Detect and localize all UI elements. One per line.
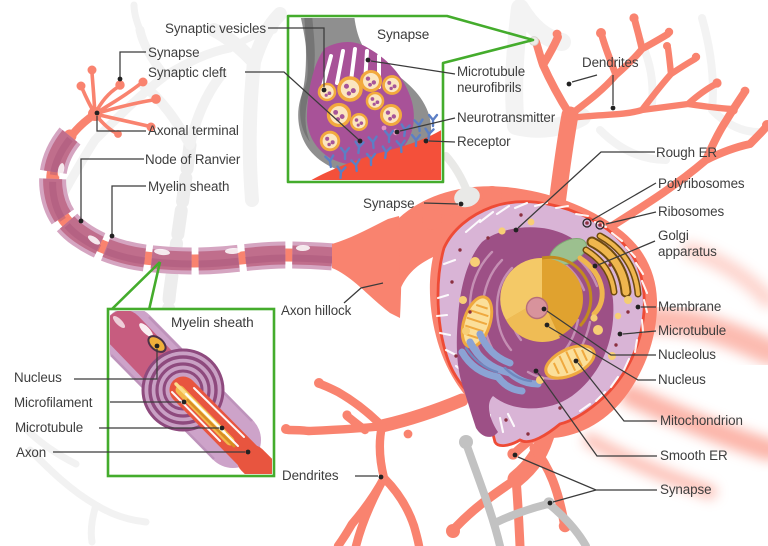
label-mitochondrion: Mitochondrion [660,413,743,428]
synapse-inset-title: Synapse [377,27,430,42]
nucleolus-shape [525,296,549,320]
ribosome-dots [450,213,630,436]
gray-neuron-bottom [459,435,590,546]
label-microtubule-inset: Microtubule [15,420,84,435]
label-smooth-er: Smooth ER [660,448,728,463]
axon-myelin-sheath [39,127,341,275]
lipid-dots [459,218,622,384]
label-nucleus: Nucleus [658,372,706,387]
label-nucleus-inset: Nucleus [14,370,62,385]
myelin-inset [106,261,276,478]
golgi-apparatus-shape [577,232,642,322]
label-synapse-axonal: Synapse [148,45,200,60]
label-synaptic-vesicles: Synaptic vesicles [164,21,266,36]
label-axonal-terminal: Axonal terminal [148,123,239,138]
synapse-inset-border [286,14,535,184]
label-nucleolus: Nucleolus [658,347,716,362]
axonal-terminal [66,65,161,142]
label-dendrites-top: Dendrites [582,55,639,70]
synapse-inset-art [298,18,441,180]
label-synaptic-cleft: Synaptic cleft [148,65,227,80]
label-microtubule-neurofibrils: Microtubule neurofibrils [457,64,526,95]
myelin-inset-art [110,311,272,474]
label-rough-er: Rough ER [656,145,717,160]
label-membrane: Membrane [658,299,722,314]
label-dendrites-bottom: Dendrites [282,468,339,483]
label-synapse-soma: Synapse [363,196,415,211]
smooth-er-shape [458,330,542,395]
label-axon-inset: Axon [16,445,47,460]
label-receptor: Receptor [457,134,511,149]
myelin-inset-border [106,307,276,478]
soma-interior [435,200,649,447]
blurred-dendrites [583,242,768,499]
label-synapse-dendritic: Synapse [660,482,712,497]
axon-hillock-shape [332,216,402,318]
neurofibril-streaks [321,47,381,89]
synapse-inset [286,14,539,184]
label-node-of-ranvier: Node of Ranvier [145,152,241,167]
label-golgi-apparatus: Golgi apparatus [658,228,717,259]
label-axon-hillock: Axon hillock [281,303,352,318]
nucleus-shape [500,255,593,343]
myelin-inset-title: Myelin sheath [171,315,254,330]
label-polyribosomes: Polyribosomes [658,176,745,191]
label-pointer-lines [53,27,657,506]
myelin-inset-pointer [110,261,162,311]
label-myelin-sheath: Myelin sheath [148,179,230,194]
label-neurotransmitter: Neurotransmitter [457,110,556,125]
label-ribosomes: Ribosomes [658,204,725,219]
label-microtubule: Microtubule [658,323,727,338]
label-microfilament: Microfilament [14,395,93,410]
